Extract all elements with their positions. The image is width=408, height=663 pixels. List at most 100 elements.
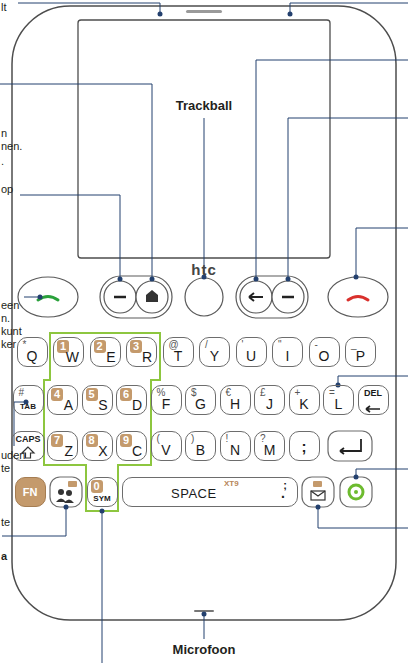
key-letter: A <box>64 398 73 412</box>
key-button: 2E <box>90 337 121 367</box>
key-word: CAPS <box>15 435 40 444</box>
key-word: SYM <box>93 495 110 503</box>
leader-dots <box>24 12 359 617</box>
key-letter: ; <box>302 439 307 454</box>
callout-text: . <box>1 156 4 167</box>
key-number: 5 <box>86 388 98 401</box>
camera-people-icon <box>56 481 77 503</box>
key-button: 6D <box>116 385 147 415</box>
enter-icon <box>340 439 361 454</box>
key-letter: V <box>161 443 170 457</box>
key-letter: E <box>106 350 115 364</box>
leader-lines <box>0 3 408 663</box>
key-mode: XT9 <box>224 480 239 488</box>
key-word: FN <box>23 487 38 498</box>
key-word: TAB <box>20 403 36 411</box>
key-letter: Z <box>64 444 73 458</box>
key-symbol: - <box>315 340 318 350</box>
key-letter: I <box>286 349 290 363</box>
key-letter: R <box>142 350 152 364</box>
key-letter: Y <box>210 349 219 363</box>
key-word: DEL <box>364 389 382 398</box>
message-icon <box>311 481 325 500</box>
callout-text: uden <box>1 450 25 461</box>
back-icon <box>249 293 263 301</box>
key-button: 4A <box>47 385 78 415</box>
callout-text: n <box>1 128 7 139</box>
key-button: 7Z <box>47 431 78 461</box>
key-button: FN <box>15 477 46 507</box>
key-letter: B <box>196 443 205 457</box>
key-button: ?M <box>254 431 285 461</box>
key-word: SPACE <box>171 487 217 500</box>
key-number: 2 <box>94 340 106 353</box>
key-number: 6 <box>120 388 132 401</box>
key-letter: L <box>335 397 343 411</box>
green-key-icon <box>349 485 363 499</box>
key-button: "I <box>272 337 303 367</box>
callout-text: a <box>1 551 7 562</box>
callout-text: lt <box>1 2 7 13</box>
callout-text: nen. <box>1 141 22 152</box>
key-button: 1W <box>53 337 84 367</box>
key-button: 'U <box>236 337 267 367</box>
key-button: +K <box>289 385 320 415</box>
key-letter: M <box>264 443 276 457</box>
key-letter: S <box>98 398 107 412</box>
key-button: 9C <box>116 431 147 461</box>
key-button: $G <box>185 385 216 415</box>
key-button: £J <box>254 385 285 415</box>
key-letter: K <box>299 397 308 411</box>
key-symbol: £ <box>260 388 266 398</box>
key-letter: D <box>132 398 142 412</box>
key-number: 9 <box>120 434 132 447</box>
callout-text: n. <box>1 313 10 324</box>
key-symbol: " <box>278 340 282 350</box>
key-letter: F <box>162 397 171 411</box>
key-button: )B <box>185 431 216 461</box>
key-button: !N <box>220 431 251 461</box>
end-call-icon <box>348 297 368 301</box>
key-button: (V <box>151 431 182 461</box>
key-letter: C <box>132 444 142 458</box>
key-symbol: # <box>19 388 25 398</box>
key-button: 3R <box>126 337 157 367</box>
key-button: 5S <box>82 385 113 415</box>
key-letter: N <box>230 443 240 457</box>
key-button: XT9;SPACE. <box>122 477 298 507</box>
key-number: 7 <box>51 434 63 447</box>
key-button: DEL <box>358 385 389 415</box>
callout-text: op <box>1 184 13 195</box>
navigation-buttons <box>18 276 388 318</box>
key-letter: W <box>66 350 79 364</box>
key-symbol: ' <box>242 340 244 350</box>
key-symbol: * <box>23 340 27 350</box>
key-button: €H <box>220 385 251 415</box>
key-button: # TAB <box>13 385 44 415</box>
callout-text: een <box>1 300 19 311</box>
key-number: 0 <box>91 480 103 493</box>
key-letter: X <box>98 444 107 458</box>
number-key-frame <box>44 333 160 511</box>
key-number: 8 <box>86 434 98 447</box>
brand-logo: htc <box>191 262 217 277</box>
key-symbol: ! <box>226 434 229 444</box>
key-button: /Y <box>199 337 230 367</box>
key-letter: J <box>266 397 273 411</box>
key-letter: Q <box>27 349 38 363</box>
key-number: 4 <box>51 388 63 401</box>
key-button: ; <box>289 431 320 461</box>
key-button: 8X <box>82 431 113 461</box>
key-letter: O <box>319 349 330 363</box>
callout-text: ker <box>1 339 16 350</box>
part-label: Microfoon <box>173 643 236 656</box>
key-button: @T <box>163 337 194 367</box>
callout-text: te <box>1 517 10 528</box>
key-symbol: . <box>281 486 285 500</box>
key-letter: P <box>356 349 365 363</box>
earpiece <box>186 10 222 13</box>
key-symbol: ) <box>191 434 194 444</box>
key-letter: G <box>195 397 206 411</box>
key-button: -O <box>309 337 340 367</box>
icon-keys <box>50 431 372 507</box>
